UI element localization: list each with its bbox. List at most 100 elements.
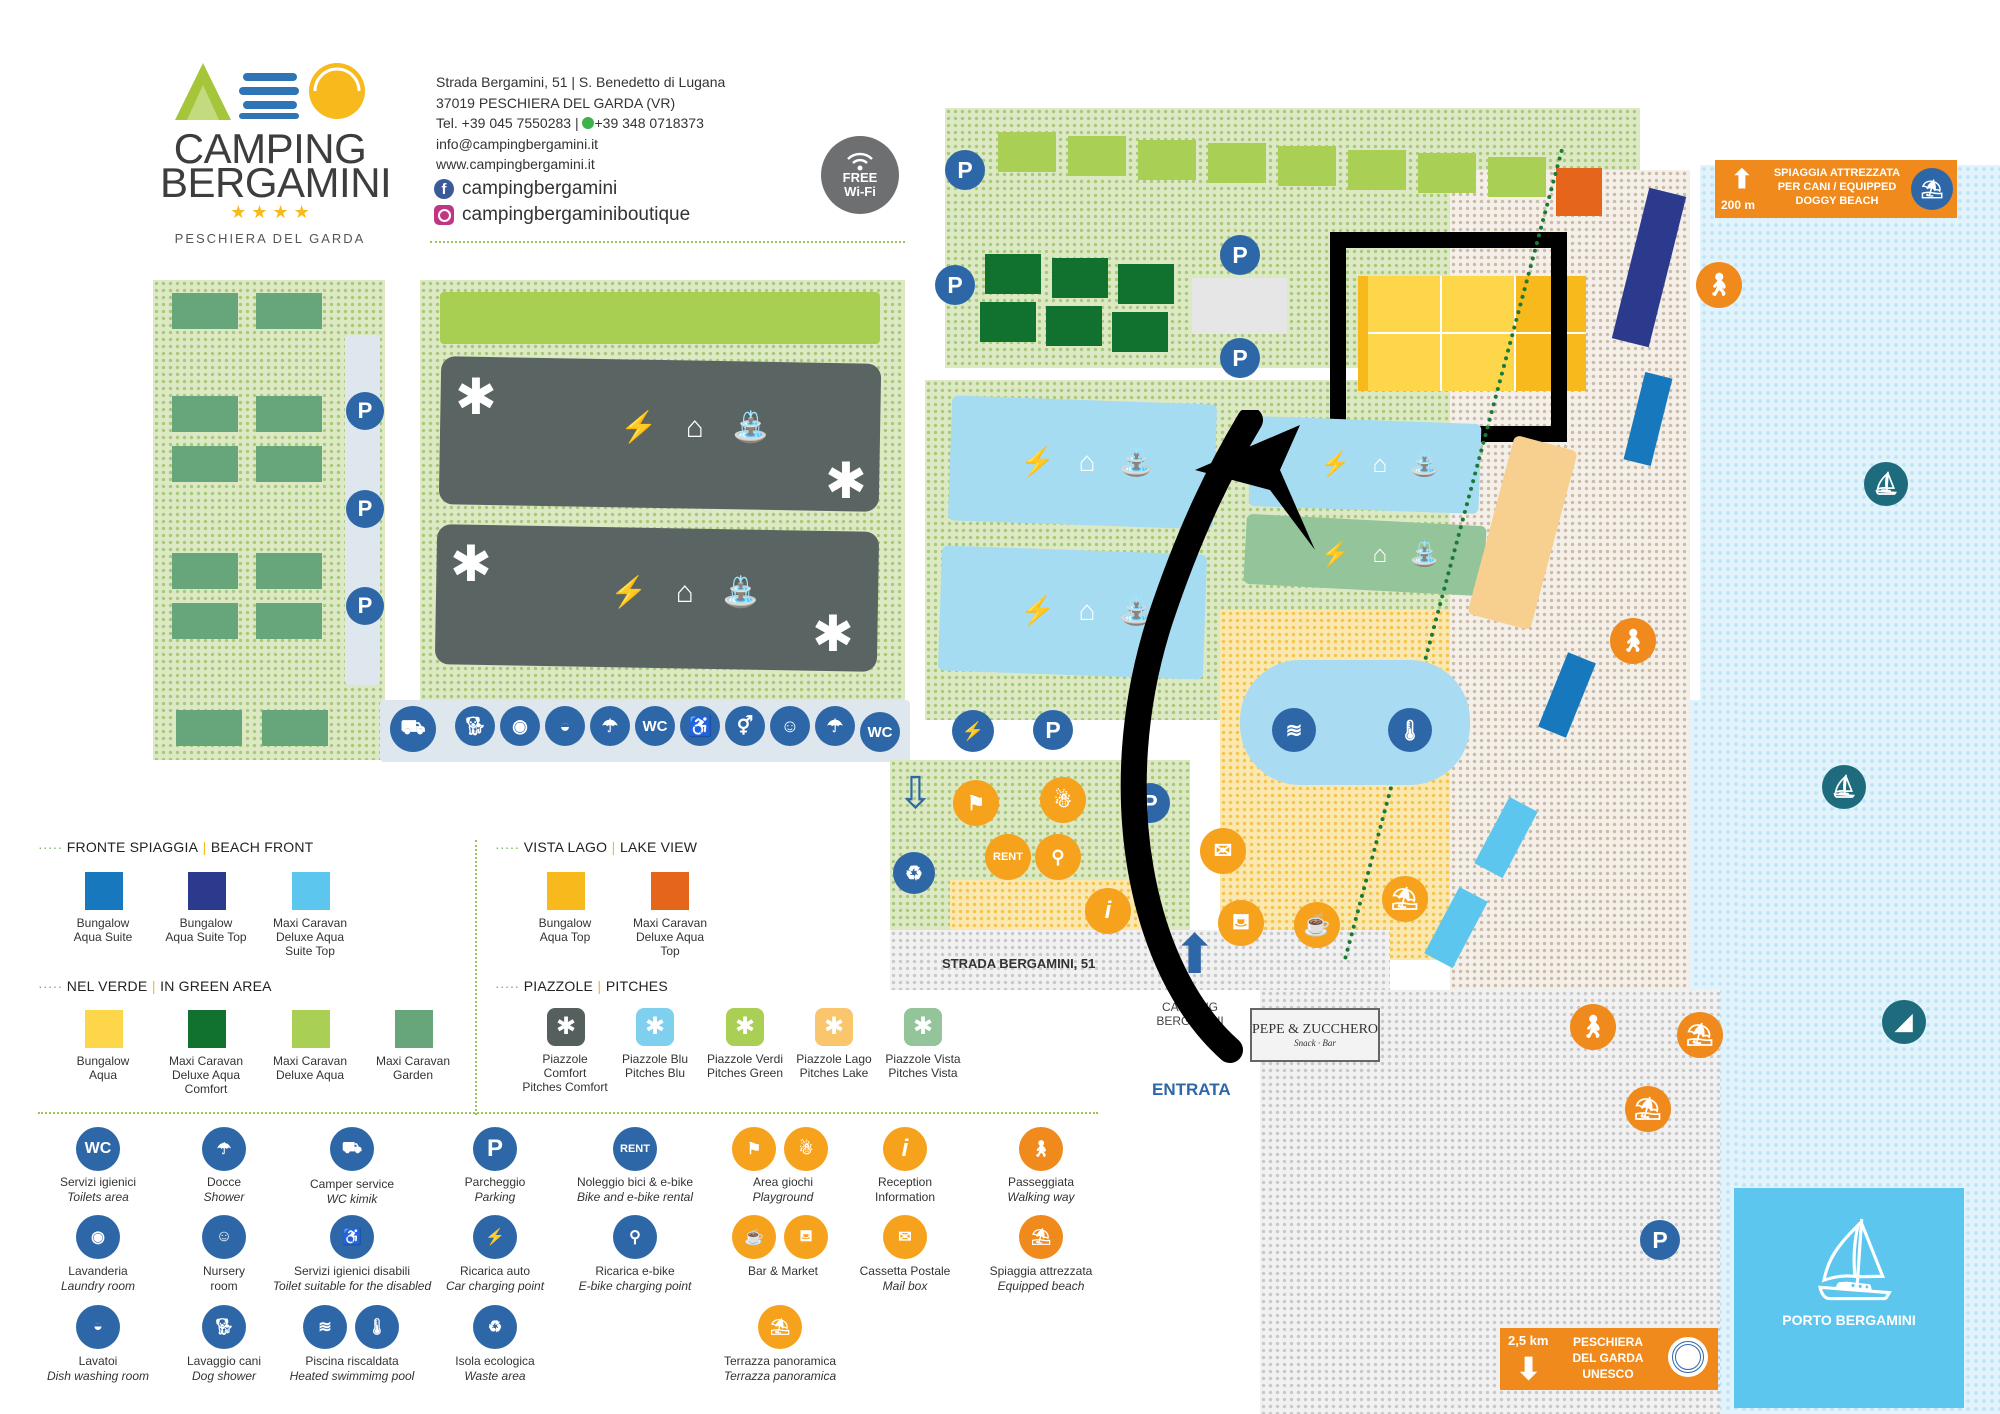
unit-comfort[interactable]	[1112, 312, 1168, 352]
unit-deluxe-aqua[interactable]	[998, 132, 1056, 172]
peschiera-line1: PESCHIERA	[1572, 1335, 1643, 1349]
pitch-symbols: ⚡ ⌂ ⛲	[1020, 595, 1163, 626]
shower-icon[interactable]: ☂	[590, 706, 630, 746]
service-en: Laundry room	[60, 1279, 136, 1293]
instagram-row[interactable]: campingbergaminiboutique	[434, 204, 690, 226]
parking-icon[interactable]: P	[346, 392, 384, 430]
restaurant-sign[interactable]: PEPE & ZUCCHERO Snack · Bar	[1250, 1008, 1380, 1062]
unit-deluxe-aqua[interactable]	[1278, 146, 1336, 186]
unit-comfort[interactable]	[1118, 264, 1174, 304]
dishwash-icon[interactable]: ◒	[545, 706, 585, 746]
wc-icon: WC	[76, 1127, 120, 1171]
bike-rent-icon[interactable]: RENT	[985, 834, 1031, 880]
pitch-symbols: ⚡ ⌂ ⛲	[1320, 451, 1448, 478]
wc-icon[interactable]: WC	[860, 712, 900, 752]
shower-icon: ☂	[202, 1127, 246, 1171]
beach-front-en: BEACH FRONT	[210, 839, 314, 855]
pool-icon[interactable]: ≋	[1272, 708, 1316, 752]
car-charging-icon[interactable]: ⚡	[952, 710, 994, 752]
dog-shower-icon[interactable]: 🐕︎	[455, 706, 495, 746]
parking-icon[interactable]: P	[346, 587, 384, 625]
peschiera-sign[interactable]: 2,5 km ⬇ PESCHIERA DEL GARDA UNESCO	[1500, 1328, 1718, 1390]
pitch-symbols: ⚡ ⌂ ⛲	[1320, 541, 1448, 568]
mailbox-icon[interactable]: ✉	[1200, 828, 1246, 874]
equipped-beach-icon[interactable]: ⛱	[1677, 1012, 1723, 1058]
unit-comfort[interactable]	[980, 302, 1036, 342]
shower-icon[interactable]: ☂	[815, 706, 855, 746]
pitch-green-strip[interactable]	[440, 292, 880, 344]
unit-garden[interactable]	[256, 553, 322, 589]
unit-garden[interactable]	[256, 446, 322, 482]
unit-deluxe-aqua[interactable]	[1488, 157, 1546, 197]
facebook-row[interactable]: f campingbergamini	[434, 178, 617, 200]
camper-service-icon[interactable]: ⛟	[390, 706, 436, 752]
unit-garden[interactable]	[172, 396, 238, 432]
swatch-comfort	[188, 1010, 226, 1048]
playground-icon[interactable]: ⚑	[953, 780, 999, 826]
parking-icon[interactable]: P	[1640, 1220, 1680, 1260]
laundry-icon[interactable]: ◉	[500, 706, 540, 746]
unit-deluxe-aqua[interactable]	[1208, 143, 1266, 183]
dog-shower-icon: 🐕︎	[202, 1305, 246, 1349]
unit-comfort[interactable]	[1046, 306, 1102, 346]
parking-icon[interactable]: P	[346, 490, 384, 528]
disabled-toilet-icon[interactable]: ♿	[680, 706, 720, 746]
unit-garden[interactable]	[256, 396, 322, 432]
market-icon[interactable]: ⛾	[1218, 900, 1264, 946]
whatsapp-number[interactable]: +39 348 0718373	[594, 115, 704, 131]
nursery-icon: ☺	[202, 1215, 246, 1259]
nursery-icon[interactable]: ☺	[770, 706, 810, 746]
swatch-aqua-suite	[85, 872, 123, 910]
parking-icon[interactable]: P	[1220, 338, 1260, 378]
unit-garden[interactable]	[172, 603, 238, 639]
wc-icon[interactable]: WC	[635, 706, 675, 746]
parking-icon[interactable]: P	[945, 150, 985, 190]
legend-label: Piazzole Blu	[621, 1052, 689, 1066]
unit-comfort[interactable]	[1052, 258, 1108, 298]
unit-deluxe-aqua[interactable]	[1068, 136, 1126, 176]
unit-garden[interactable]	[256, 603, 322, 639]
unit-deluxe-aqua-top[interactable]	[1556, 168, 1602, 216]
unit-deluxe-aqua[interactable]	[1418, 153, 1476, 193]
walking-way-icon[interactable]: 🚶︎	[1696, 262, 1742, 308]
unit-deluxe-aqua[interactable]	[1138, 140, 1196, 180]
equipped-beach-icon[interactable]: ⛱	[1625, 1086, 1671, 1132]
service-en: Walking way	[1007, 1190, 1075, 1204]
wifi-line1: FREE	[842, 170, 878, 185]
unit-garden[interactable]	[172, 553, 238, 589]
peschiera-line2: DEL GARDA	[1572, 1351, 1644, 1365]
walking-way-icon[interactable]: 🚶︎	[1570, 1004, 1616, 1050]
heated-pool-icon[interactable]: 🌡︎	[1388, 708, 1432, 752]
snowflake-decor: ✱	[450, 536, 492, 592]
unit-deluxe-aqua[interactable]	[1348, 150, 1406, 190]
reception-icon[interactable]: i	[1085, 888, 1131, 934]
parking-icon[interactable]: P	[1220, 235, 1260, 275]
unit-garden[interactable]	[176, 710, 242, 746]
parking-icon[interactable]: P	[935, 265, 975, 305]
porto-bergamini[interactable]: ⛵︎ PORTO BERGAMINI	[1734, 1188, 1964, 1408]
instagram-handle: campingbergaminiboutique	[462, 204, 691, 225]
equipped-beach-icon: ⛱	[1019, 1215, 1063, 1259]
parking-icon[interactable]: P	[1033, 710, 1073, 750]
unit-comfort[interactable]	[985, 254, 1041, 294]
terrace-icon[interactable]: ⛱	[1382, 876, 1428, 922]
phone-number[interactable]: Tel. +39 045 7550283 |	[436, 115, 579, 131]
website-link[interactable]: www.campingbergamini.it	[436, 156, 595, 172]
unit-garden[interactable]	[172, 293, 238, 329]
dog-beach-sign[interactable]: ⬆ 200 m SPIAGGIA ATTREZZATA PER CANI / E…	[1715, 160, 1957, 218]
service-it: Terrazza panoramica	[723, 1354, 837, 1368]
service-it: Cassetta Postale	[859, 1264, 951, 1278]
car-charging-icon: ⚡	[473, 1215, 517, 1259]
up-arrow-icon: ⬆	[1731, 164, 1753, 194]
bar-icon[interactable]: ☕	[1294, 902, 1340, 948]
playground-icon[interactable]: ☃	[1040, 777, 1086, 823]
ebike-charging-icon[interactable]: ⚲	[1035, 834, 1081, 880]
email-link[interactable]: info@campingbergamini.it	[436, 135, 599, 152]
walking-way-icon[interactable]: 🚶︎	[1610, 618, 1656, 664]
waste-area-icon[interactable]: ♻	[893, 852, 935, 894]
unit-garden[interactable]	[262, 710, 328, 746]
toilets-icon[interactable]: ⚥	[725, 706, 765, 746]
unit-garden[interactable]	[172, 446, 238, 482]
unit-garden[interactable]	[256, 293, 322, 329]
